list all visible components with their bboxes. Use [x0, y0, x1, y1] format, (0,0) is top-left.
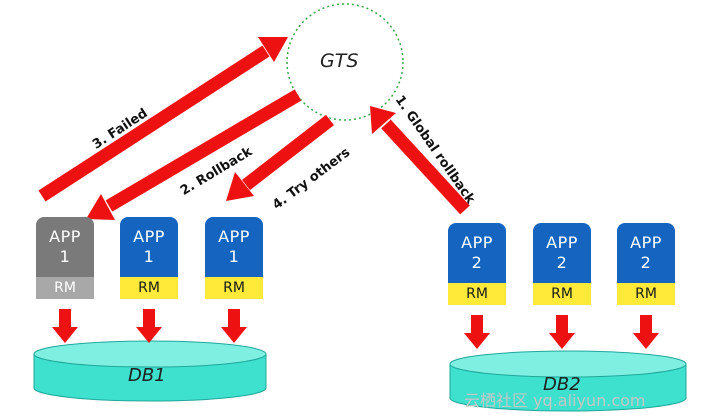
app-number: 1 [143, 247, 155, 266]
db2-cylinder [449, 350, 687, 412]
down-arrow-icon [549, 315, 575, 349]
rm-label: RM [36, 277, 94, 299]
down-arrow-icon [633, 315, 659, 349]
app-label: APP [49, 227, 81, 246]
gts-label: GTS [320, 50, 359, 72]
app-label: APP [546, 233, 578, 252]
app-number: 2 [640, 253, 652, 272]
rm-label: RM [448, 283, 506, 305]
failed-arrow [38, 37, 288, 202]
down-arrow-icon [52, 309, 78, 343]
try-others-arrow [226, 114, 334, 201]
down-arrow-icon [136, 309, 162, 343]
app-label: APP [461, 233, 493, 252]
down-arrow-icon [464, 315, 490, 349]
db2-label: DB2 [543, 374, 581, 395]
db1-label: DB1 [128, 365, 166, 386]
rm-label: RM [533, 283, 591, 305]
rm-label: RM [205, 277, 263, 299]
watermark: 云栖社区 yq.aliyun.com [464, 391, 646, 410]
rm-label: RM [617, 283, 675, 305]
app-label: APP [630, 233, 662, 252]
app-number: 2 [471, 253, 483, 272]
global-rollback-arrow [370, 106, 470, 215]
app-number: 2 [556, 253, 568, 272]
app-number: 1 [59, 247, 71, 266]
down-arrow-icon [221, 309, 247, 343]
app-label: APP [218, 227, 250, 246]
app-number: 1 [228, 247, 240, 266]
rollback-arrow [86, 89, 302, 220]
rm-label: RM [120, 277, 178, 299]
app-label: APP [133, 227, 165, 246]
gts-circle [286, 3, 404, 121]
